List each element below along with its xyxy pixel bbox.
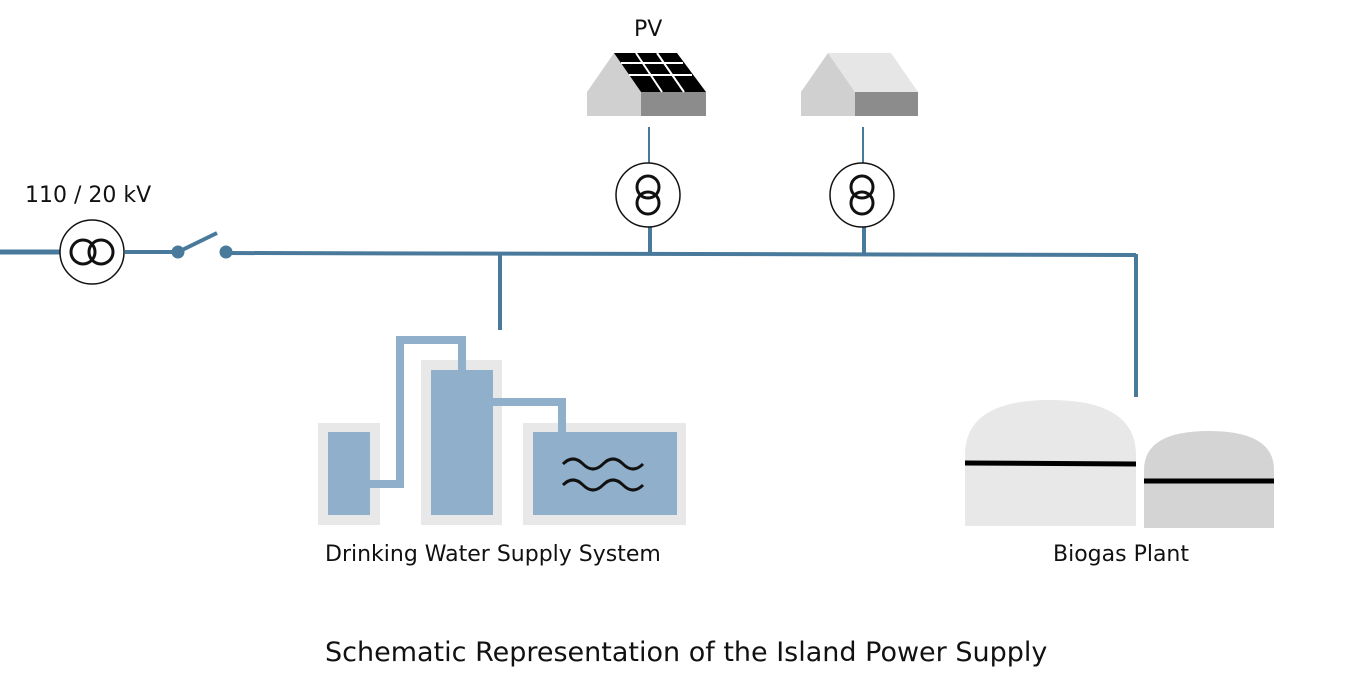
house-transformer-icon[interactable]: [829, 162, 895, 228]
grid-transformer-label: 110 / 20 kV: [25, 183, 151, 208]
grid-transformer-icon[interactable]: [59, 219, 125, 285]
main-busbar: [225, 251, 1137, 257]
well-tank: [328, 432, 370, 515]
reservoir-tank: [533, 432, 677, 515]
water-supply-icon: [318, 336, 686, 525]
pv-label: PV: [634, 17, 662, 42]
switch-icon[interactable]: [171, 231, 233, 259]
house-icon: [801, 53, 918, 116]
pv-transformer-icon[interactable]: [615, 162, 681, 228]
tower-tank: [431, 370, 493, 515]
water-label: Drinking Water Supply System: [325, 542, 661, 567]
biogas-label: Biogas Plant: [1053, 542, 1189, 567]
biogas-plant-icon: [964, 400, 1274, 528]
power-lines: [0, 127, 1138, 397]
pv-house-icon: [587, 52, 706, 116]
water-pipes: [370, 336, 566, 488]
water-waves-icon: [561, 457, 645, 492]
diagram-title: Schematic Representation of the Island P…: [325, 637, 1047, 668]
